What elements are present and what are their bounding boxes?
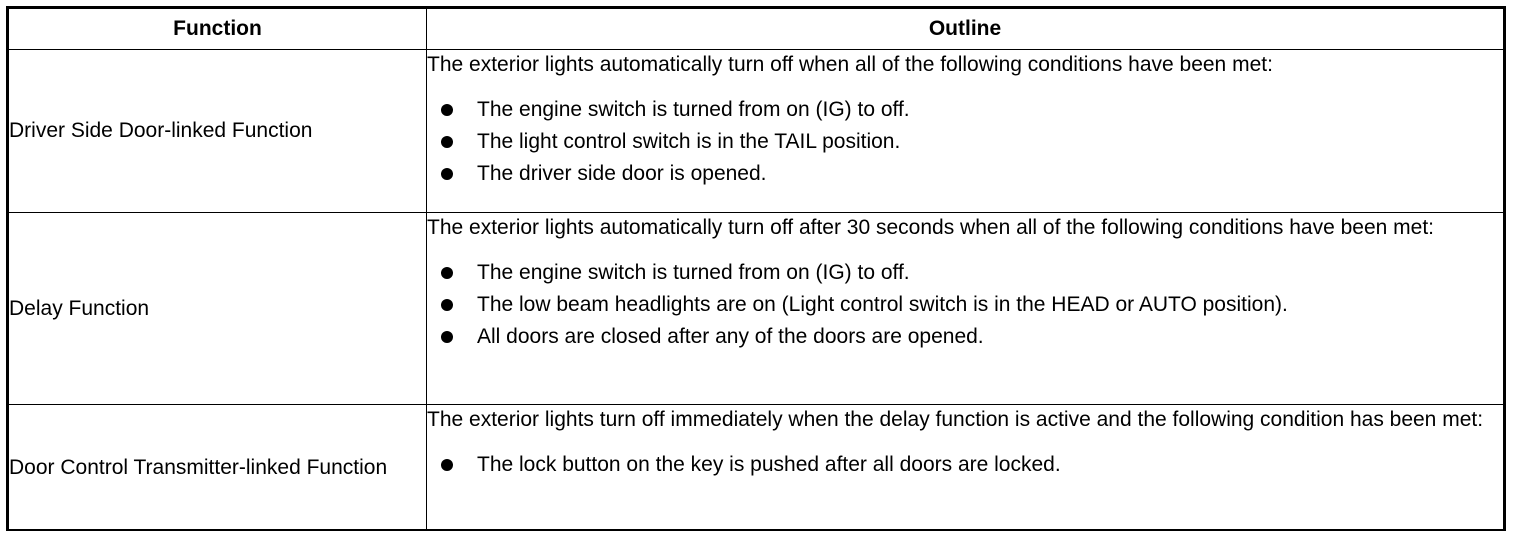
function-cell: Door Control Transmitter-linked Function [8,404,427,531]
condition-text: All doors are closed after any of the do… [477,325,984,348]
header-outline: Outline [426,8,1504,50]
condition-item: The light control switch is in the TAIL … [427,126,1503,158]
condition-item: The engine switch is turned from on (IG)… [427,257,1503,289]
header-function: Function [8,8,427,50]
condition-list: The engine switch is turned from on (IG)… [427,94,1503,190]
condition-text: The engine switch is turned from on (IG)… [477,261,910,284]
condition-item: The lock button on the key is pushed aft… [427,449,1503,481]
condition-list: The lock button on the key is pushed aft… [427,449,1503,481]
condition-item: The engine switch is turned from on (IG)… [427,94,1503,126]
table-row: Door Control Transmitter-linked Function… [8,404,1504,531]
header-row: Function Outline [8,8,1504,50]
outline-cell: The exterior lights turn off immediately… [426,404,1504,531]
function-outline-table: Function Outline Driver Side Door-linked… [8,8,1504,531]
condition-item: The driver side door is opened. [427,158,1503,190]
condition-text: The engine switch is turned from on (IG)… [477,98,910,121]
bullet-icon [441,459,453,471]
condition-item: The low beam headlights are on (Light co… [427,289,1503,321]
outline-cell: The exterior lights automatically turn o… [426,212,1504,405]
outline-intro: The exterior lights automatically turn o… [427,216,1435,239]
function-cell: Delay Function [8,212,427,405]
bullet-icon [441,168,453,180]
outline-cell: The exterior lights automatically turn o… [426,49,1504,213]
bullet-icon [441,299,453,311]
outline-intro: The exterior lights automatically turn o… [427,53,1273,76]
condition-text: The light control switch is in the TAIL … [477,130,901,153]
bullet-icon [441,136,453,148]
condition-text: The lock button on the key is pushed aft… [477,453,1061,476]
condition-text: The driver side door is opened. [477,162,767,185]
condition-text: The low beam headlights are on (Light co… [477,293,1288,316]
table-row: Driver Side Door-linked Function The ext… [8,49,1504,213]
function-cell: Driver Side Door-linked Function [8,49,427,213]
bullet-icon [441,267,453,279]
function-outline-table-frame: Function Outline Driver Side Door-linked… [6,6,1506,531]
condition-item: All doors are closed after any of the do… [427,321,1503,353]
bullet-icon [441,104,453,116]
bullet-icon [441,331,453,343]
table-row: Delay Function The exterior lights autom… [8,212,1504,405]
outline-intro: The exterior lights turn off immediately… [427,408,1484,431]
condition-list: The engine switch is turned from on (IG)… [427,257,1503,353]
